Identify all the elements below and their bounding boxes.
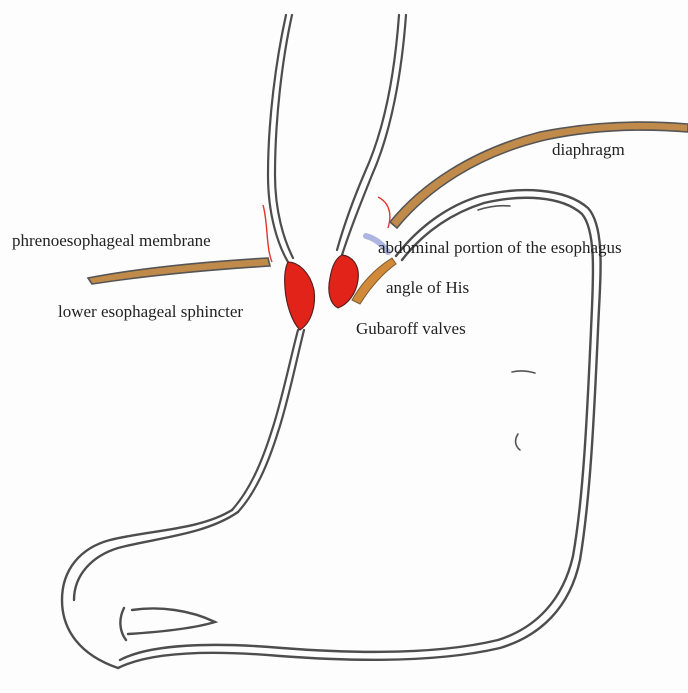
label-lower-esophageal-sphincter: lower esophageal sphincter: [58, 303, 243, 320]
diaphragm-left: [88, 258, 270, 284]
esophagus-lower-wall-inner: [238, 330, 304, 512]
esophagus-left-wall-inner: [275, 15, 293, 258]
label-gubaroff-valves: Gubaroff valves: [356, 320, 466, 337]
lower-esophageal-sphincter: [285, 262, 315, 330]
esophagus-lower-wall: [232, 330, 298, 510]
label-abdominal-portion: abdominal portion of the esophagus: [378, 239, 622, 256]
stomach-pylorus-top: [74, 512, 238, 600]
label-diaphragm: diaphragm: [552, 141, 625, 158]
stomach: [62, 190, 601, 668]
label-phrenoesophageal-membrane: phrenoesophageal membrane: [12, 232, 211, 249]
diaphragm-right: [390, 122, 688, 228]
stomach-greater-curvature: [118, 190, 601, 668]
pyloric-fold: [128, 609, 215, 635]
pyloric-fold-inner: [120, 608, 126, 640]
label-angle-of-his: angle of His: [386, 279, 469, 296]
